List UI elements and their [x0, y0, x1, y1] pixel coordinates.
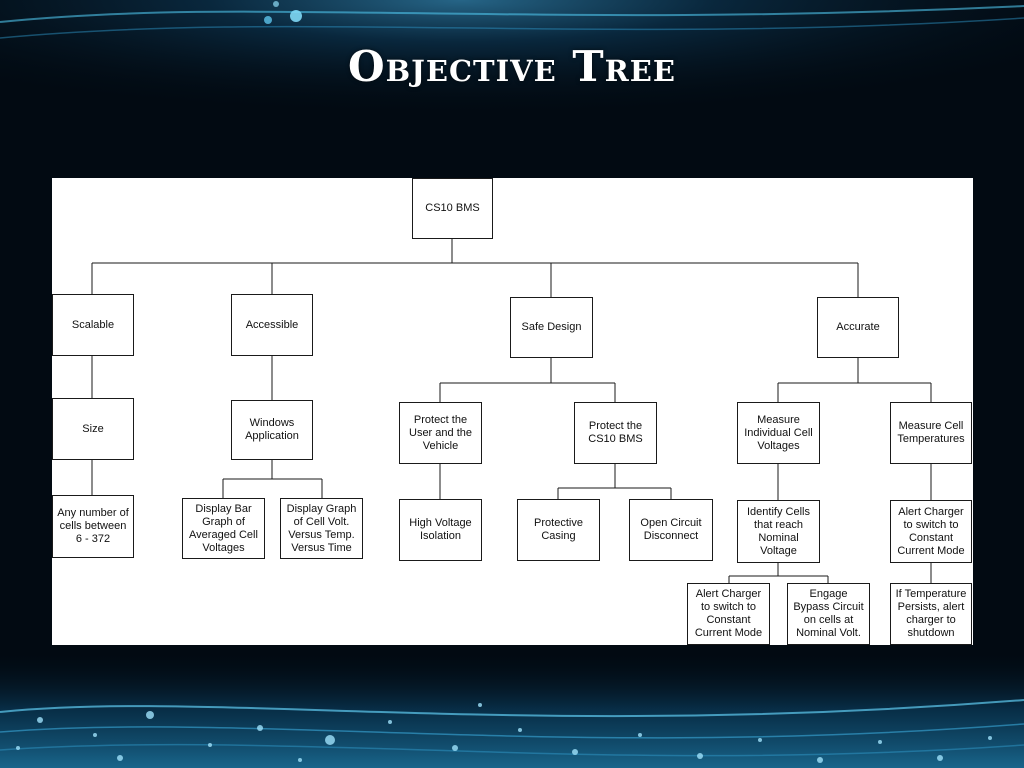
node-protective-casing: Protective Casing: [517, 499, 600, 561]
node-accurate: Accurate: [817, 297, 899, 358]
node-protect-user-vehicle: Protect the User and the Vehicle: [399, 402, 482, 464]
node-size: Size: [52, 398, 134, 460]
node-any-number-of-cells: Any number of cells between 6 - 372: [52, 495, 134, 558]
node-high-voltage-isolation: High Voltage Isolation: [399, 499, 482, 561]
node-display-bar-graph: Display Bar Graph of Averaged Cell Volta…: [182, 498, 265, 559]
objective-tree-panel: CS10 BMS Scalable Accessible Safe Design…: [52, 178, 973, 645]
node-windows-application: Windows Application: [231, 400, 313, 460]
slide-title: Objective Tree: [348, 42, 676, 91]
node-open-circuit-disconnect: Open Circuit Disconnect: [629, 499, 713, 561]
node-accessible: Accessible: [231, 294, 313, 356]
tree-connectors: [91, 239, 932, 583]
node-display-graph-volt-temp-time: Display Graph of Cell Volt. Versus Temp.…: [280, 498, 363, 559]
node-temperature-persists: If Temperature Persists, alert charger t…: [890, 583, 972, 645]
node-alert-charger-volt: Alert Charger to switch to Constant Curr…: [687, 583, 770, 645]
node-measure-cell-temperatures: Measure Cell Temperatures: [890, 402, 972, 464]
node-protect-cs10-bms: Protect the CS10 BMS: [574, 402, 657, 464]
node-identify-cells-nominal: Identify Cells that reach Nominal Voltag…: [737, 500, 820, 563]
node-safe-design: Safe Design: [510, 297, 593, 358]
node-alert-charger-temp: Alert Charger to switch to Constant Curr…: [890, 500, 972, 563]
node-measure-cell-voltages: Measure Individual Cell Voltages: [737, 402, 820, 464]
node-scalable: Scalable: [52, 294, 134, 356]
node-engage-bypass-circuit: Engage Bypass Circuit on cells at Nomina…: [787, 583, 870, 645]
node-cs10-bms: CS10 BMS: [412, 178, 493, 239]
